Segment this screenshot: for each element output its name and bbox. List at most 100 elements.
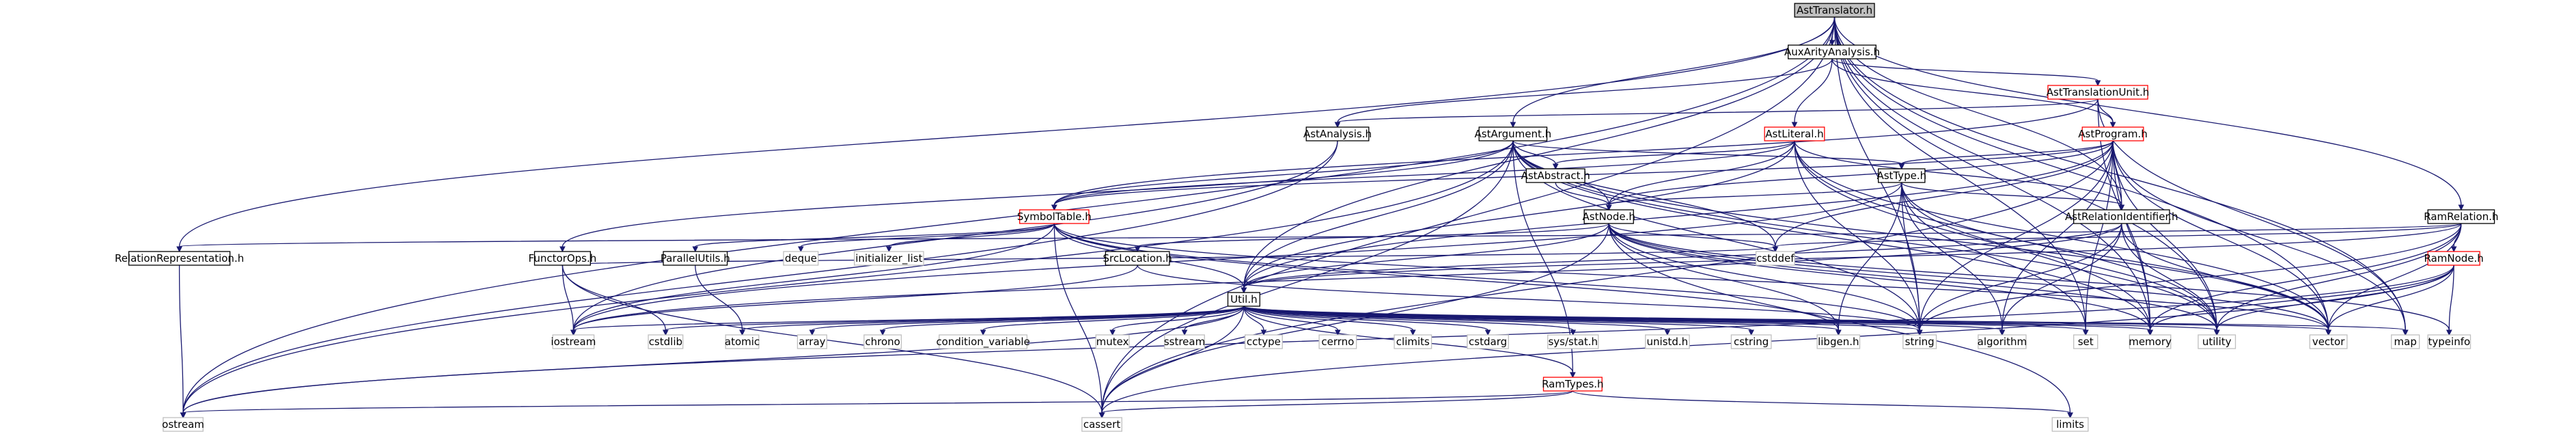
node-box	[1764, 126, 1825, 141]
node-typeinfo: typeinfo	[2427, 334, 2471, 349]
node-astabstract[interactable]: AstAbstract.h	[1521, 168, 1590, 183]
node-box	[2081, 126, 2144, 141]
node-astnode[interactable]: AstNode.h	[1583, 209, 1635, 224]
edge-line	[1243, 306, 1264, 331]
edge-line	[1608, 140, 2114, 206]
node-box	[2047, 85, 2148, 100]
edge-line	[562, 265, 574, 331]
node-functorops[interactable]: FunctorOps.h	[529, 251, 597, 266]
node-ramrelation[interactable]: RamRelation.h	[2424, 209, 2499, 224]
node-label: sstream	[1164, 336, 1205, 348]
node-astliteral[interactable]: AstLiteral.h	[1764, 126, 1825, 141]
edge-line	[182, 16, 1836, 413]
node-box	[128, 251, 231, 266]
edge-line	[1608, 223, 2151, 331]
edge-line	[1053, 223, 1920, 331]
edge-line	[1137, 265, 1920, 331]
node-box	[2427, 209, 2495, 224]
edge-line	[1243, 306, 1413, 331]
node-label: mutex	[1096, 336, 1129, 348]
node-deque: deque	[783, 251, 819, 266]
node-algorithm: algorithm	[1978, 334, 2027, 349]
edge-line	[178, 16, 1836, 247]
edge-line	[1608, 140, 1795, 206]
edge-line	[572, 223, 2122, 331]
edge-line	[1901, 182, 2217, 331]
edge-line	[1243, 223, 2122, 288]
node-srclocation[interactable]: SrcLocation.h	[1103, 251, 1172, 266]
node-ramtypes[interactable]: RamTypes.h	[1542, 377, 1604, 392]
edge-line	[572, 140, 1338, 331]
node-astrelationidentifier[interactable]: AstRelationIdentifier.h	[2065, 209, 2178, 224]
node-astanalysis[interactable]: AstAnalysis.h	[1303, 126, 1372, 141]
edge-asttranslator-to-astargument	[1510, 16, 1836, 128]
edge-astargument-to-asttype	[1512, 140, 1905, 170]
node-label: ostream	[162, 418, 204, 431]
edge-arrowhead	[809, 329, 816, 336]
edge-srclocation-to-iostream	[570, 265, 1138, 336]
edge-arrowhead	[1109, 329, 1116, 336]
node-relationrepresentation[interactable]: RelationRepresentation.h	[115, 251, 244, 266]
node-symboltable[interactable]: SymbolTable.h	[1017, 209, 1092, 224]
edge-line	[1243, 223, 2462, 288]
edge-arrowhead	[1605, 204, 1612, 211]
edge-arrowhead	[1335, 329, 1341, 336]
edge-line	[2002, 223, 2122, 331]
node-label: cstring	[1734, 336, 1769, 348]
edge-util-to-sys-stat	[1243, 306, 1577, 336]
edge-line	[1555, 182, 1609, 206]
edge-symboltable-to-deque	[798, 223, 1055, 253]
node-asttype[interactable]: AstType.h	[1876, 168, 1926, 183]
node-ramnode[interactable]: RamNode.h	[2424, 251, 2484, 266]
edge-asttype-to-astrelationidentifier	[1901, 182, 2125, 211]
node-asttranslator[interactable]: AstTranslator.h	[1794, 3, 1875, 18]
edge-line	[1794, 140, 2151, 331]
node-box	[1645, 334, 1690, 349]
edge-line	[888, 223, 1055, 247]
edge-astargument-to-ostream	[180, 140, 1514, 419]
edge-line	[1243, 306, 2406, 331]
node-asttranslationunit[interactable]: AstTranslationUnit.h	[2047, 85, 2150, 100]
edge-line	[1243, 223, 1609, 288]
node-box	[2073, 209, 2170, 224]
node-parallelutils[interactable]: ParallelUtils.h	[661, 251, 730, 266]
node-box	[1525, 168, 1585, 183]
node-label: AstProgram.h	[2078, 128, 2148, 140]
nodes-layer: AstTranslator.hAuxArityAnalysis.hAstTran…	[115, 3, 2499, 432]
node-memory: memory	[2129, 334, 2172, 349]
node-box	[863, 334, 902, 349]
edge-line	[1775, 140, 2114, 247]
node-label: Util.h	[1230, 293, 1257, 306]
edge-arrowhead	[570, 329, 577, 336]
edge-util-to-cerrno	[1243, 306, 1341, 336]
edge-arrowhead	[2402, 329, 2409, 336]
node-label: RamRelation.h	[2424, 211, 2498, 223]
node-label: cstdlib	[649, 336, 682, 348]
edge-ramtypes-to-limits	[1572, 390, 2073, 419]
node-label: ParallelUtils.h	[661, 252, 730, 265]
edge-line	[1053, 140, 1795, 206]
edge-arrowhead	[2213, 329, 2220, 336]
node-box	[2309, 334, 2348, 349]
edge-line	[1101, 16, 1836, 413]
edge-line	[182, 390, 1573, 413]
edge-line	[2216, 265, 2454, 331]
edge-line	[1901, 182, 1920, 331]
edge-arrowhead	[1916, 329, 1923, 336]
node-auxarityanalysis[interactable]: AuxArityAnalysis.h	[1784, 44, 1880, 59]
edge-arrowhead	[559, 246, 566, 253]
edge-line	[1833, 16, 2406, 331]
node-atomic: atomic	[725, 334, 760, 349]
node-box	[2391, 334, 2420, 349]
node-cerrno: cerrno	[1318, 334, 1357, 349]
edge-line	[182, 306, 1245, 413]
node-astargument[interactable]: AstArgument.h	[1475, 126, 1552, 141]
edge-line	[1794, 58, 1833, 123]
node-label: AstLiteral.h	[1765, 128, 1823, 140]
edge-auxarityanalysis-to-astliteral	[1791, 58, 1833, 128]
edge-line	[572, 223, 1055, 331]
node-box	[2198, 334, 2236, 349]
node-astprogram[interactable]: AstProgram.h	[2078, 126, 2148, 141]
edge-line	[2002, 140, 2114, 331]
node-util[interactable]: Util.h	[1227, 292, 1260, 307]
